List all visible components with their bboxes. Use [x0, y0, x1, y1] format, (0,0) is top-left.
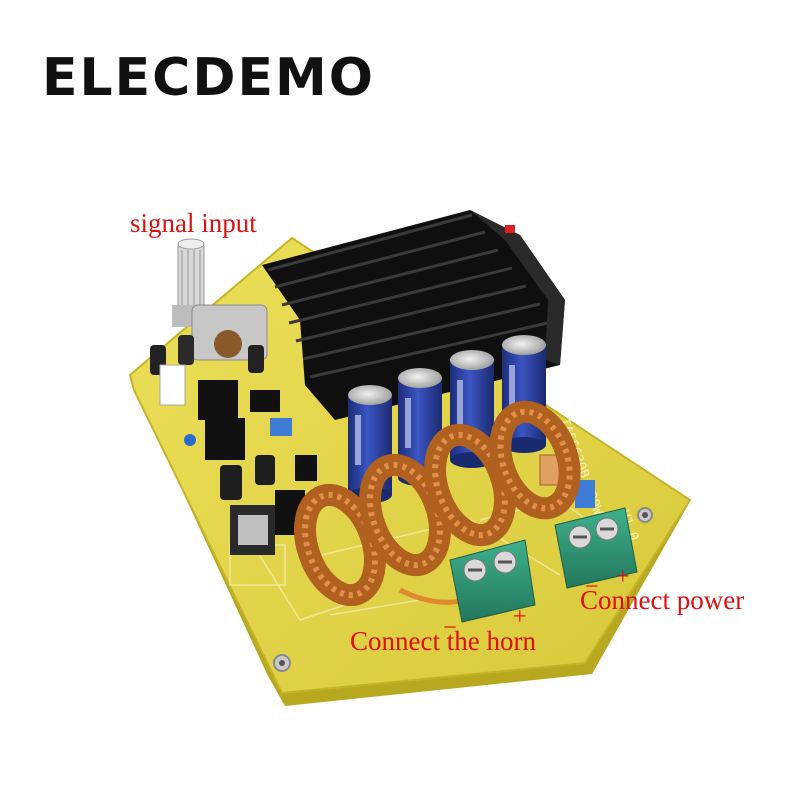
power-minus-sign: − — [585, 574, 599, 600]
signal-input-label: signal input — [130, 208, 257, 238]
speaker-terminal-block — [449, 539, 536, 623]
brand-logo: ELECDEMO — [42, 48, 375, 108]
inductor — [489, 400, 581, 520]
small-components — [150, 335, 595, 555]
power-plus-sign: + — [616, 564, 630, 590]
potentiometer — [172, 238, 268, 361]
horn-minus-sign: − — [443, 615, 457, 641]
connect-power-label: Connect power — [580, 585, 745, 615]
inductor-array — [294, 400, 581, 607]
horn-plus-sign: + — [513, 604, 527, 630]
connect-horn-label: Connect the horn — [350, 626, 536, 656]
power-terminal-block — [554, 507, 638, 589]
